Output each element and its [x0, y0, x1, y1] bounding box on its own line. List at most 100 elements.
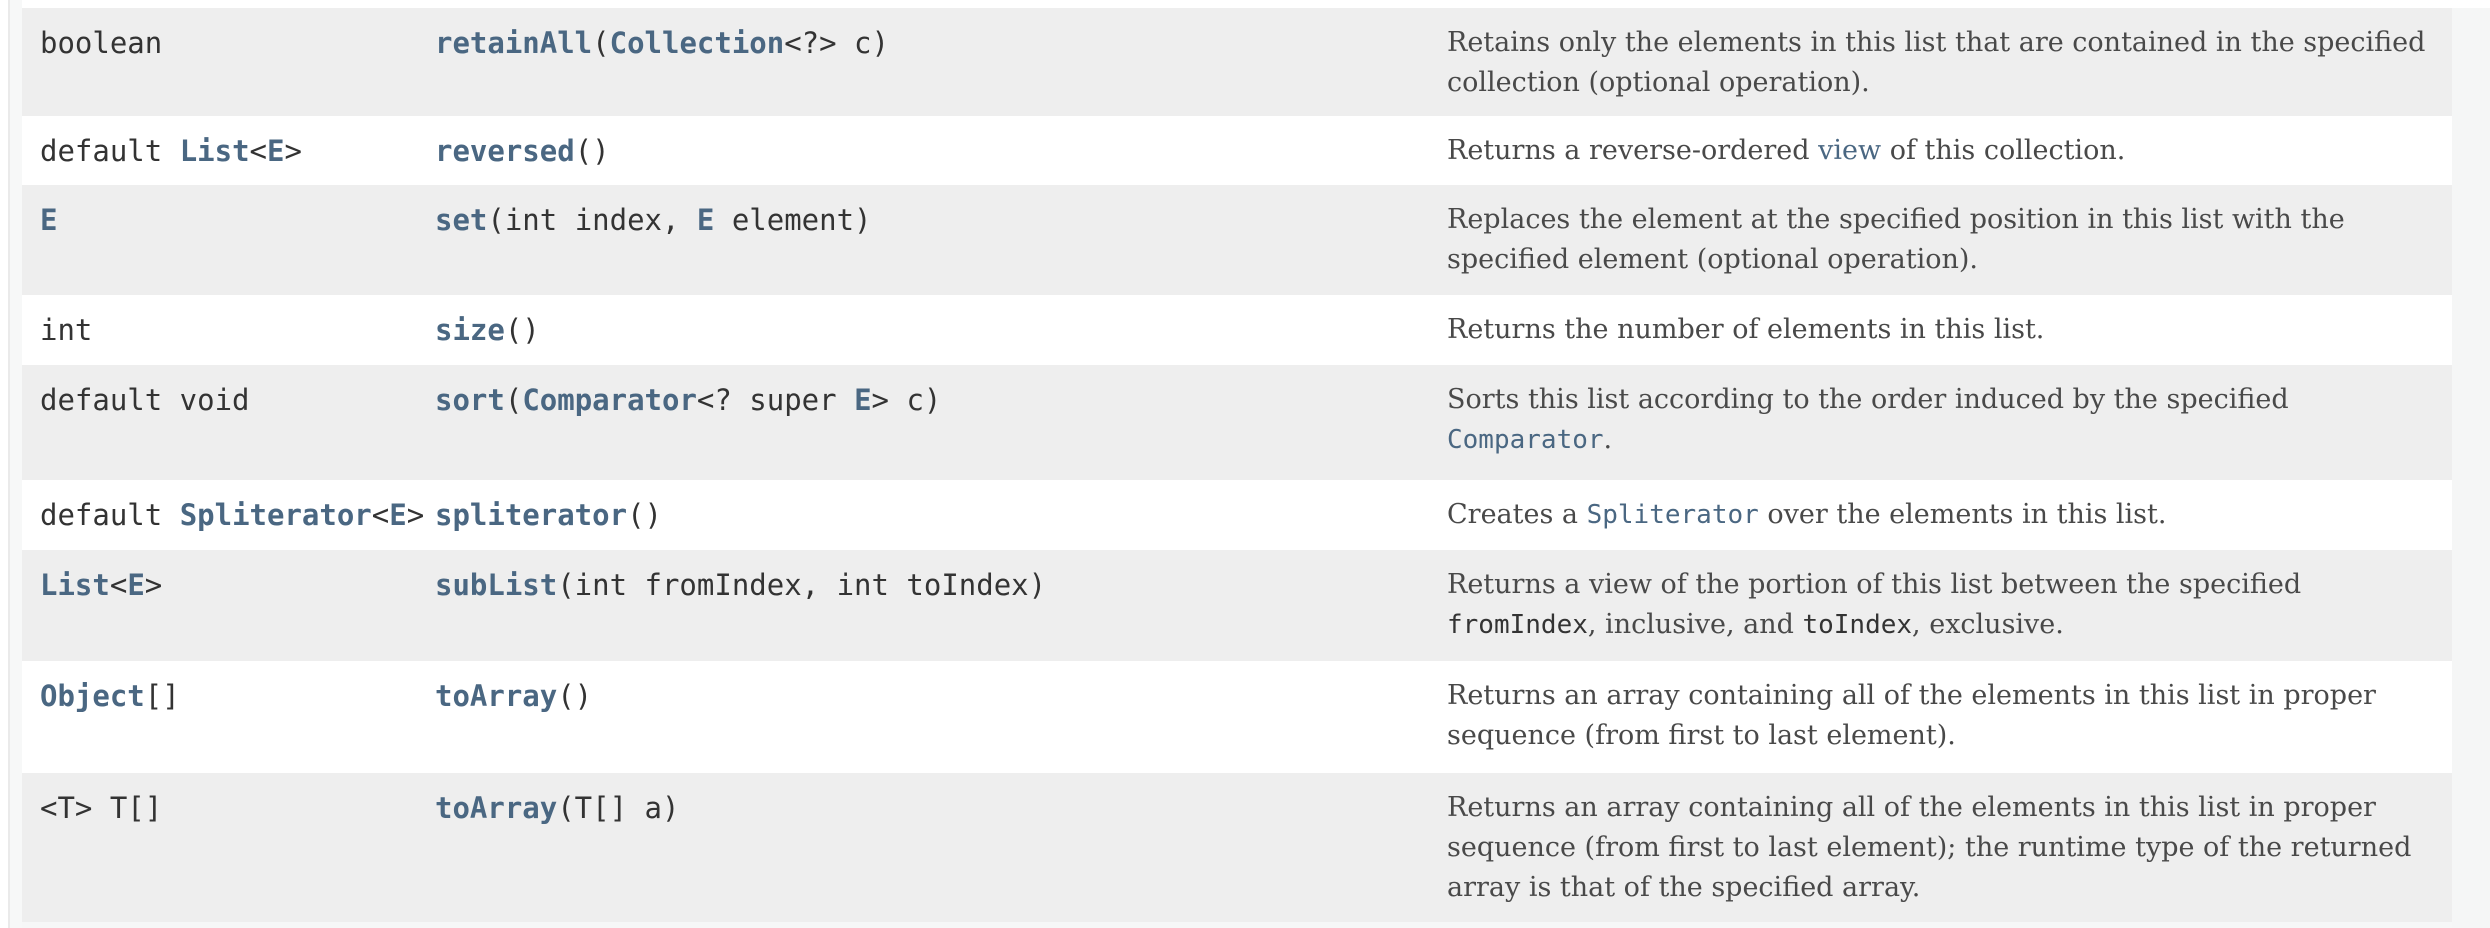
column-return-type: <T> T[]	[22, 773, 435, 922]
code-text: (int index,	[487, 203, 697, 237]
column-method-signature: retainAll(Collection<?> c)	[435, 8, 1447, 116]
description-code-link[interactable]: Spliterator	[1586, 500, 1759, 530]
summary-table-row: <T> T[]toArray(T[] a)Returns an array co…	[22, 773, 2452, 922]
method-or-type-link[interactable]: Comparator	[522, 383, 697, 417]
code-text: []	[144, 679, 180, 713]
method-or-type-link[interactable]: List	[40, 568, 110, 602]
column-method-signature: toArray(T[] a)	[435, 773, 1447, 922]
column-method-signature: spliterator()	[435, 480, 1447, 550]
column-method-signature: reversed()	[435, 116, 1447, 185]
method-or-type-link[interactable]: List	[179, 134, 250, 168]
description-text: , inclusive, and	[1587, 609, 1803, 640]
code-text: <	[249, 134, 267, 168]
method-or-type-link[interactable]: E	[40, 203, 58, 237]
column-description: Creates a Spliterator over the elements …	[1447, 480, 2452, 550]
code-text: default void	[40, 383, 250, 417]
description-text: Replaces the element at the specified po…	[1447, 204, 2345, 275]
code-text: <	[371, 498, 390, 532]
code-text: (	[592, 26, 610, 60]
column-description: Replaces the element at the specified po…	[1447, 185, 2452, 295]
method-or-type-link[interactable]: set	[435, 203, 488, 237]
code-text: boolean	[40, 26, 163, 60]
summary-table-row: default Spliterator<E>spliterator()Creat…	[22, 480, 2452, 550]
method-or-type-link[interactable]: E	[127, 568, 145, 602]
description-code-link[interactable]: Comparator	[1447, 425, 1604, 455]
description-text: of this collection.	[1881, 135, 2126, 166]
column-return-type: int	[22, 295, 435, 365]
code-text: default	[40, 134, 180, 168]
description-link[interactable]: view	[1818, 135, 1882, 166]
method-or-type-link[interactable]: sort	[435, 383, 505, 417]
column-description: Retains only the elements in this list t…	[1447, 8, 2452, 116]
method-or-type-link[interactable]: E	[696, 203, 715, 237]
column-return-type: default Spliterator<E>	[22, 480, 435, 550]
column-method-signature: set(int index, E element)	[435, 185, 1447, 295]
code-text: > c)	[871, 383, 942, 417]
column-return-type: E	[22, 185, 435, 295]
description-text: Returns the number of elements in this l…	[1447, 314, 2045, 345]
code-text: ()	[574, 134, 610, 168]
code-text: ()	[504, 313, 540, 347]
code-text: >	[406, 498, 425, 532]
description-text: over the elements in this list.	[1758, 499, 2167, 530]
method-or-type-link[interactable]: toArray	[435, 679, 558, 713]
description-text: Returns a reverse-ordered	[1447, 135, 1819, 166]
right-page-margin	[2452, 8, 2490, 928]
column-method-signature: subList(int fromIndex, int toIndex)	[435, 550, 1447, 661]
column-return-type: default List<E>	[22, 116, 435, 185]
summary-table-row: List<E>subList(int fromIndex, int toInde…	[22, 550, 2452, 661]
code-text: (int fromIndex, int toIndex)	[557, 568, 1047, 602]
code-text: ()	[557, 679, 593, 713]
column-description: Sorts this list according to the order i…	[1447, 365, 2452, 480]
code-text: >	[284, 134, 302, 168]
method-or-type-link[interactable]: E	[389, 498, 407, 532]
method-or-type-link[interactable]: E	[854, 383, 872, 417]
code-text: element)	[714, 203, 872, 237]
top-gap	[22, 0, 2490, 8]
method-or-type-link[interactable]: spliterator	[435, 498, 628, 532]
code-text: (T[] a)	[557, 791, 680, 825]
method-or-type-link[interactable]: Collection	[609, 26, 785, 60]
column-method-signature: sort(Comparator<? super E> c)	[435, 365, 1447, 480]
code-text: (	[504, 383, 523, 417]
column-return-type: List<E>	[22, 550, 435, 661]
column-description: Returns an array containing all of the e…	[1447, 773, 2452, 922]
method-or-type-link[interactable]: E	[267, 134, 285, 168]
method-or-type-link[interactable]: subList	[435, 568, 558, 602]
code-text: int	[40, 313, 93, 347]
summary-table-row: default List<E>reversed()Returns a rever…	[22, 116, 2452, 185]
description-text: Returns an array containing all of the e…	[1447, 792, 2412, 903]
method-or-type-link[interactable]: Spliterator	[179, 498, 372, 532]
column-return-type: boolean	[22, 8, 435, 116]
description-text: Creates a	[1447, 499, 1587, 530]
code-text: <	[109, 568, 128, 602]
description-code-text: fromIndex	[1447, 610, 1588, 640]
left-page-rail	[8, 0, 22, 928]
column-method-signature: toArray()	[435, 661, 1447, 773]
description-text: Returns a view of the portion of this li…	[1447, 569, 2302, 600]
summary-table-row: Object[]toArray()Returns an array contai…	[22, 661, 2452, 773]
column-description: Returns the number of elements in this l…	[1447, 295, 2452, 365]
method-or-type-link[interactable]: toArray	[435, 791, 558, 825]
description-text: Sorts this list according to the order i…	[1447, 384, 2289, 415]
code-text: ()	[627, 498, 662, 532]
code-text: <?> c)	[784, 26, 889, 60]
column-description: Returns a view of the portion of this li…	[1447, 550, 2452, 661]
column-description: Returns an array containing all of the e…	[1447, 661, 2452, 773]
column-method-signature: size()	[435, 295, 1447, 365]
description-text: Retains only the elements in this list t…	[1447, 27, 2426, 98]
description-text: .	[1603, 424, 1613, 455]
bottom-gap	[22, 921, 2452, 928]
method-or-type-link[interactable]: reversed	[435, 134, 575, 168]
description-text: , exclusive.	[1912, 609, 2064, 640]
method-or-type-link[interactable]: size	[435, 313, 505, 347]
column-return-type: default void	[22, 365, 435, 480]
method-or-type-link[interactable]: Object	[40, 679, 145, 713]
method-or-type-link[interactable]: retainAll	[435, 26, 593, 60]
code-text: <? super	[696, 383, 855, 417]
